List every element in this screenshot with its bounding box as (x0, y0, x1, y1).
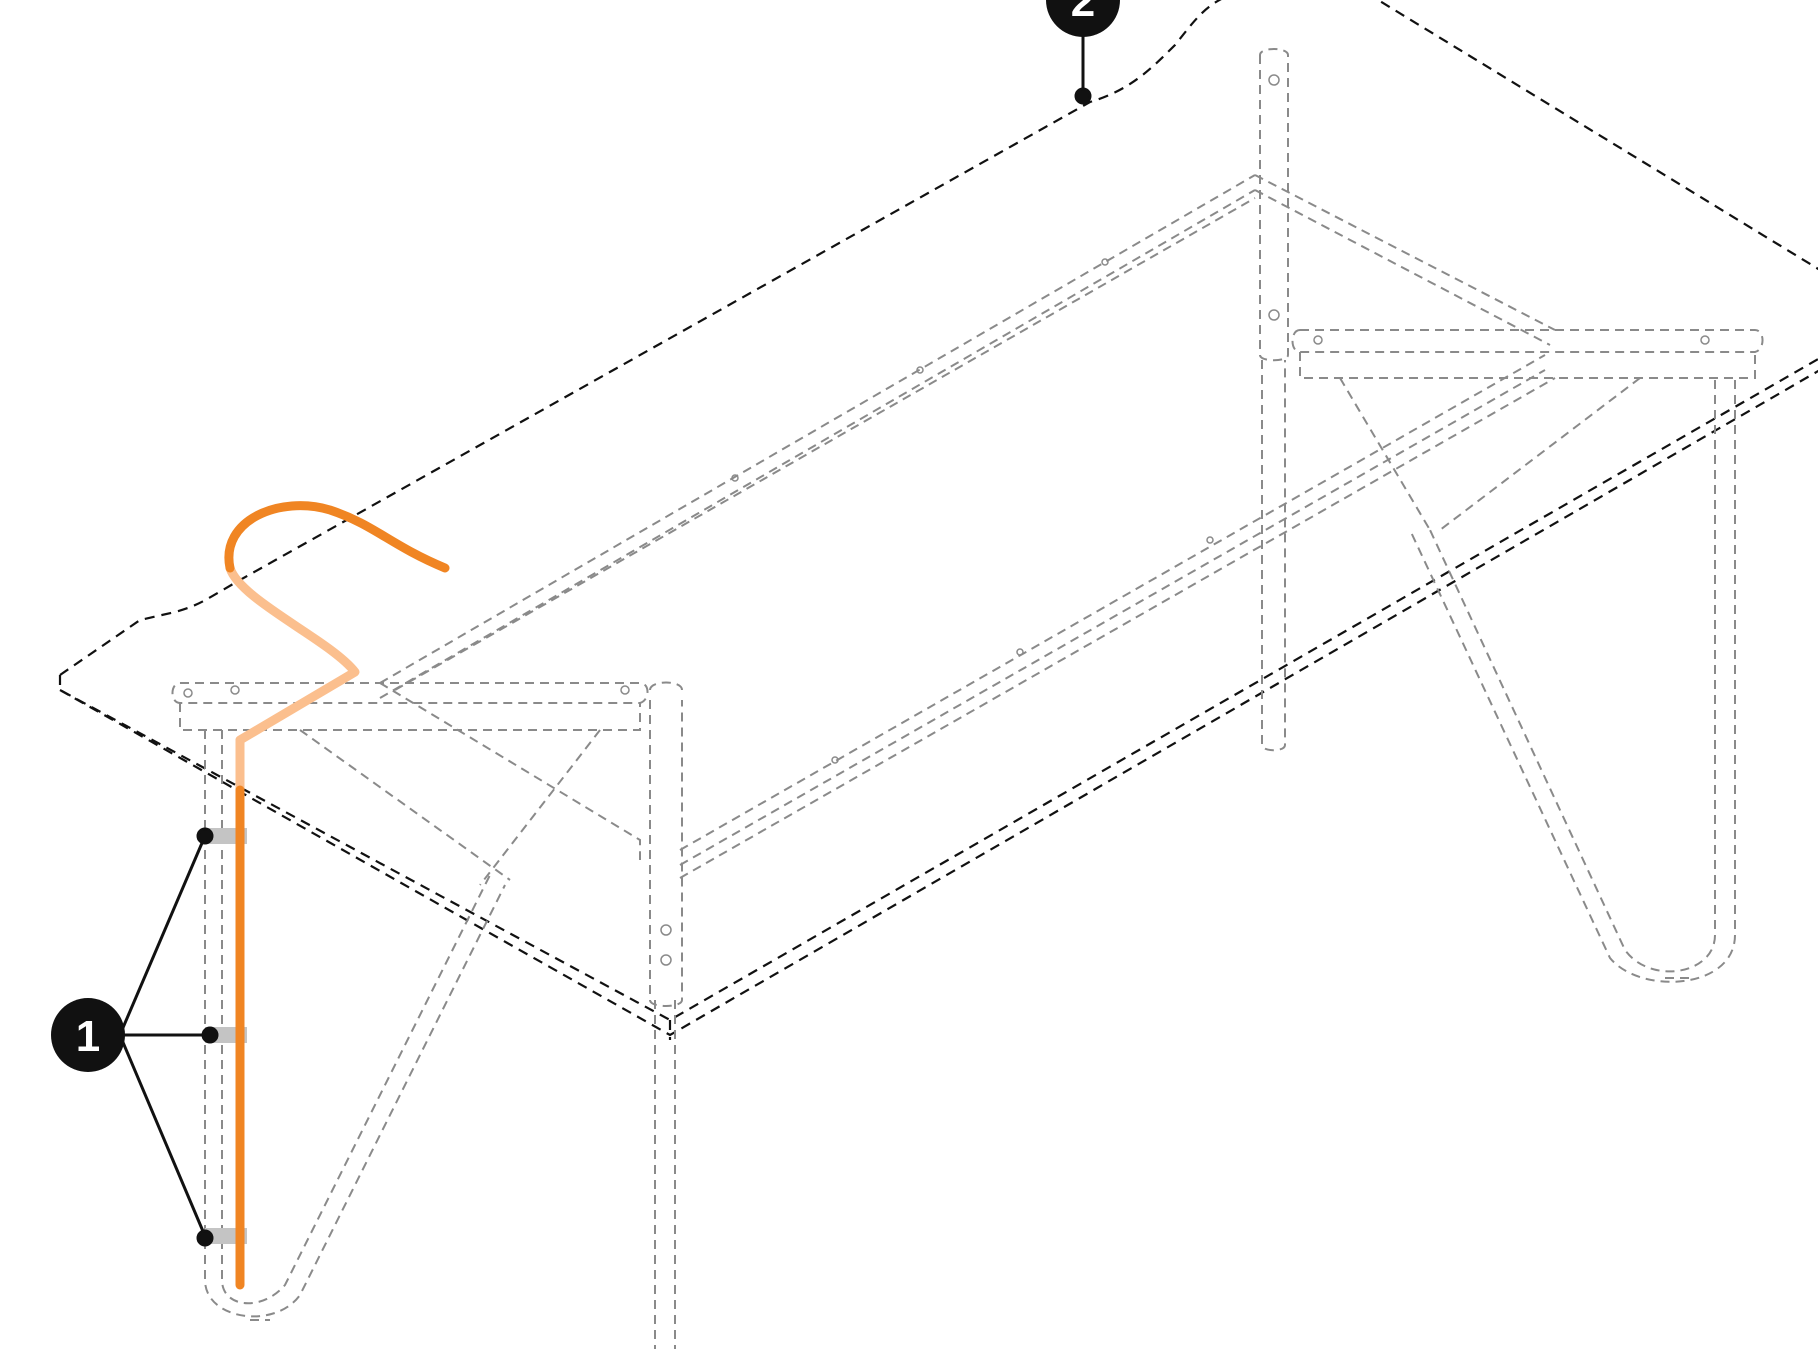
callout-2-number: 2 (1071, 0, 1095, 26)
cable-top-segment (224, 501, 450, 573)
cable-faded-segment (225, 563, 360, 795)
callout-1-leaders (120, 827, 219, 1247)
table-frame (171, 48, 1764, 1349)
tabletop-outline (58, 0, 1818, 1040)
callout-2-leader (1074, 30, 1092, 105)
callout-2: 2 (1046, 0, 1120, 37)
frame-screws (183, 74, 1710, 966)
callout-1: 1 (51, 998, 125, 1072)
callout-1-number: 1 (76, 1012, 100, 1061)
